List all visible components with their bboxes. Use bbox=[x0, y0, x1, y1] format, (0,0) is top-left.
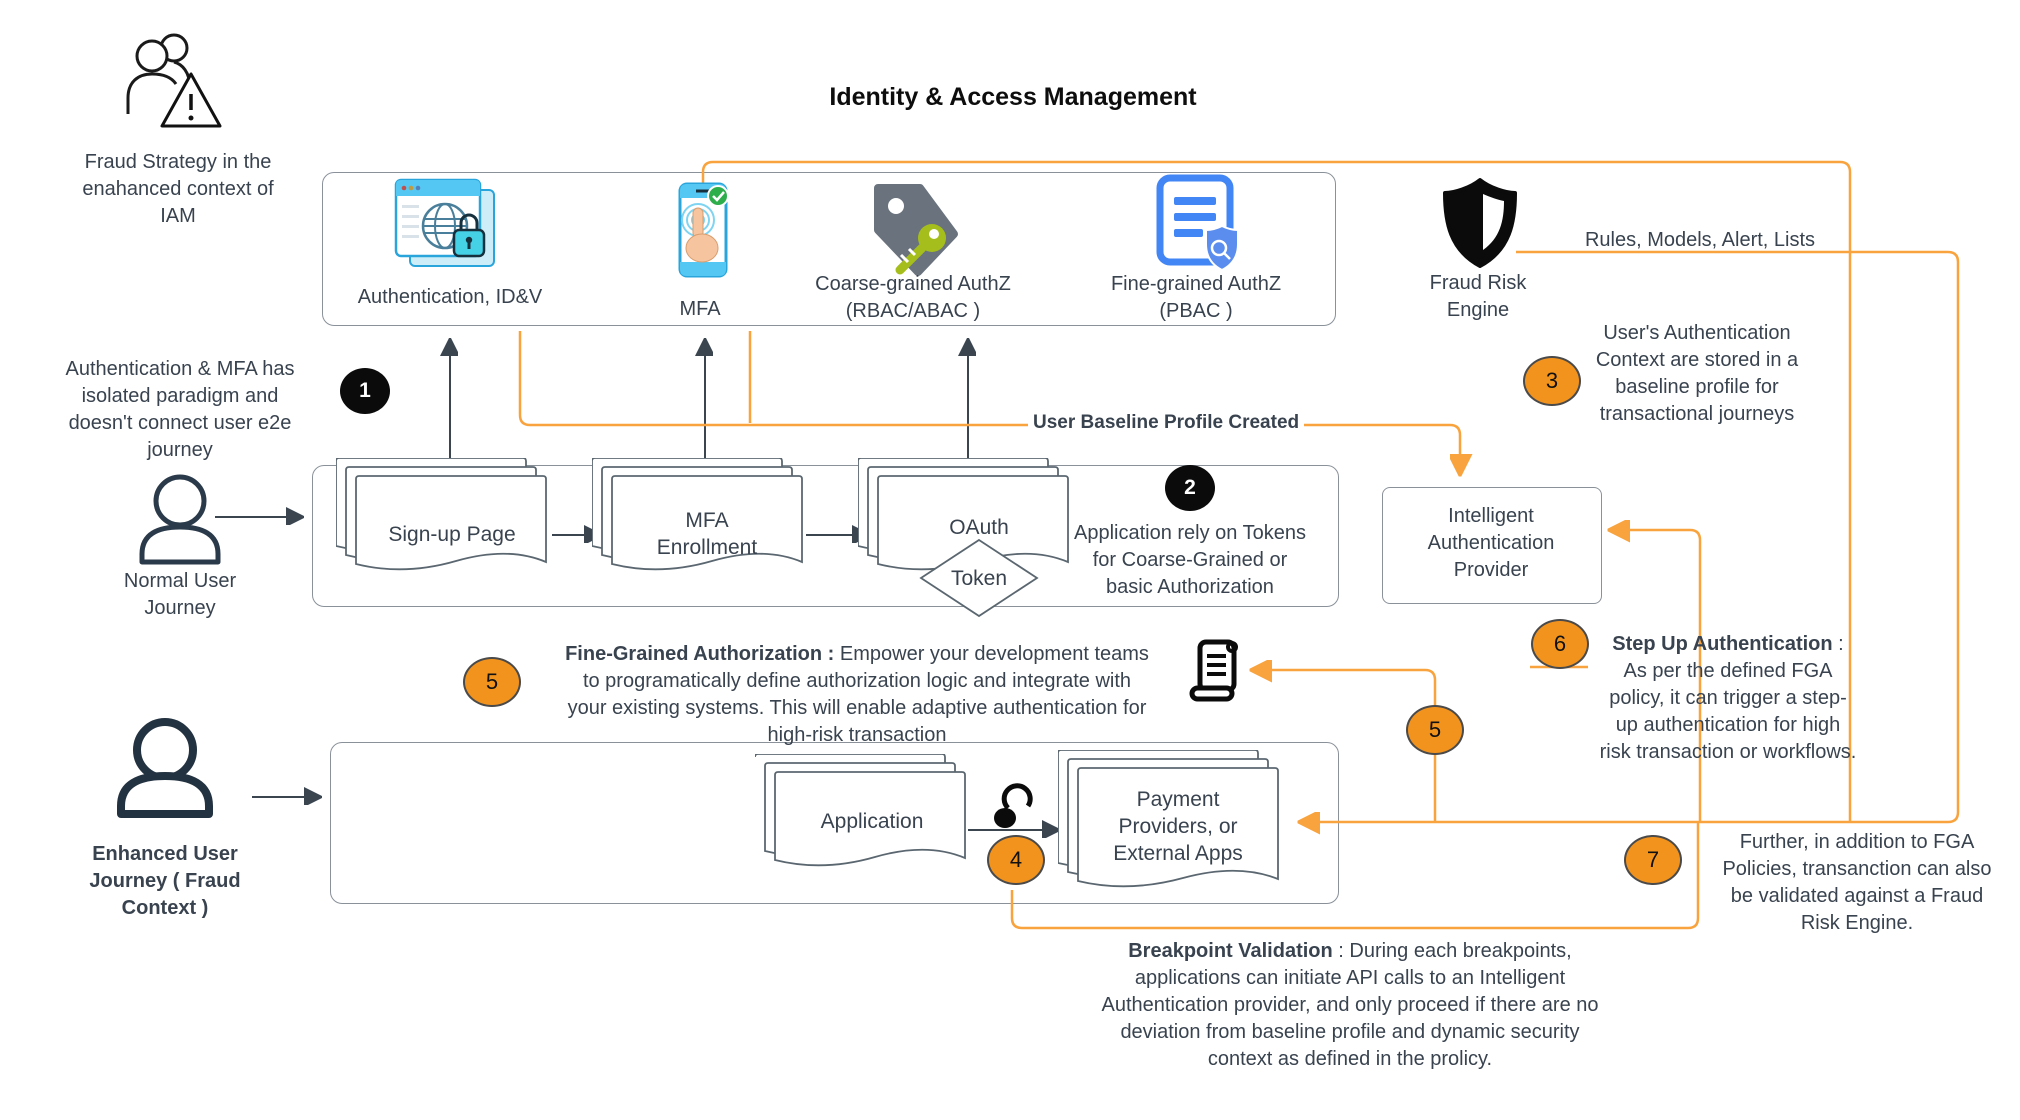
baseline-profile-note: User's Authentication Context are stored… bbox=[1595, 322, 1799, 425]
mfa-to-right-rail bbox=[701, 160, 1852, 822]
tokens-note: Application rely on Tokens for Coarse-Gr… bbox=[1074, 522, 1306, 598]
mfa-enrollment-label: MFA Enrollment bbox=[656, 509, 758, 559]
badge-2: 2 bbox=[1165, 465, 1215, 511]
badge-7: 7 bbox=[1624, 835, 1682, 885]
oauth-label: OAuth bbox=[949, 516, 1009, 539]
page-title: Identity & Access Management bbox=[829, 83, 1197, 111]
application-stack bbox=[754, 753, 990, 899]
fraud-users-warning-icon bbox=[104, 26, 234, 143]
payment-providers-stack bbox=[1057, 749, 1303, 920]
fga-note-bold: Fine-Grained Authorization : bbox=[565, 643, 835, 665]
iap-box bbox=[1382, 487, 1602, 604]
orange-connectors bbox=[518, 160, 1960, 930]
normal-user-icon bbox=[136, 474, 224, 571]
rules-models-note: Rules, Models, Alert, Lists bbox=[1584, 229, 1816, 251]
normal-user-label: Normal User Journey bbox=[123, 570, 237, 619]
policy-path bbox=[1252, 670, 1437, 822]
fga-note: Fine-Grained Authorization : Empower you… bbox=[565, 641, 1150, 749]
fraud-engine-to-payment bbox=[1300, 250, 1960, 822]
authentication-browser-lock-icon bbox=[390, 178, 500, 288]
enhanced-user-label: Enhanced User Journey ( Fraud Context ) bbox=[89, 843, 241, 919]
badge-5-right: 5 bbox=[1406, 705, 1464, 755]
fraud-risk-engine-label: Fraud Risk Engine bbox=[1429, 272, 1527, 321]
breakpoint-note-rest: : During each breakpoints, applications … bbox=[1101, 940, 1599, 1070]
fraud-strategy-caption: Fraud Strategy in the enahanced context … bbox=[82, 151, 274, 227]
fine-authz-policy-icon bbox=[1150, 174, 1244, 283]
fga-note-rest: Empower your development teams to progra… bbox=[567, 643, 1149, 746]
authentication-label: Authentication, ID&V bbox=[357, 286, 543, 308]
sso-key-icon bbox=[992, 776, 1040, 835]
fraud-engine-validation-note: Further, in addition to FGA Policies, tr… bbox=[1722, 831, 1992, 934]
enhanced-user-icon bbox=[113, 718, 217, 823]
breakpoint-note-bold: Breakpoint Validation bbox=[1128, 940, 1333, 962]
step-up-note-bold: Step Up Authentication bbox=[1612, 633, 1833, 655]
badge-6: 6 bbox=[1531, 619, 1589, 669]
fine-authz-label: Fine-grained AuthZ (PBAC ) bbox=[1110, 273, 1282, 322]
oauth-stack bbox=[857, 457, 1093, 628]
mfa-label: MFA bbox=[679, 298, 721, 320]
breakpoint-validation-note: Breakpoint Validation : During each brea… bbox=[1088, 938, 1613, 1073]
token-label: Token bbox=[950, 567, 1008, 590]
badge-3: 3 bbox=[1523, 356, 1581, 406]
step-up-path bbox=[1610, 530, 1702, 822]
policy-scroll-icon bbox=[1186, 638, 1246, 711]
coarse-authz-tag-key-icon bbox=[862, 178, 966, 287]
isolated-paradigm-note: Authentication & MFA has isolated paradi… bbox=[65, 358, 295, 461]
badge-1: 1 bbox=[340, 368, 390, 414]
baseline-profile-path bbox=[518, 331, 1460, 474]
signup-page-label: Sign-up Page bbox=[388, 523, 516, 546]
step-up-note: Step Up Authentication : As per the defi… bbox=[1599, 631, 1857, 766]
baseline-connector-label: User Baseline Profile Created bbox=[1028, 412, 1305, 434]
coarse-authz-label: Coarse-grained AuthZ (RBAC/ABAC ) bbox=[815, 273, 1011, 322]
application-label: Application bbox=[820, 810, 924, 833]
badge-4: 4 bbox=[987, 835, 1045, 885]
mfa-phone-icon bbox=[668, 182, 738, 287]
badge-5-left: 5 bbox=[463, 657, 521, 707]
mfa-enrollment-stack bbox=[591, 457, 827, 603]
breakpoint-path bbox=[1010, 822, 1700, 930]
dark-arrows bbox=[215, 340, 1058, 830]
payment-providers-label: Payment Providers, or External Apps bbox=[1113, 788, 1243, 865]
iap-label: Intelligent Authentication Provider bbox=[1427, 505, 1555, 581]
signup-page-stack bbox=[335, 457, 571, 603]
step-up-note-rest: : As per the defined FGA policy, it can … bbox=[1599, 633, 1857, 763]
fraud-risk-engine-shield-icon bbox=[1438, 176, 1522, 277]
